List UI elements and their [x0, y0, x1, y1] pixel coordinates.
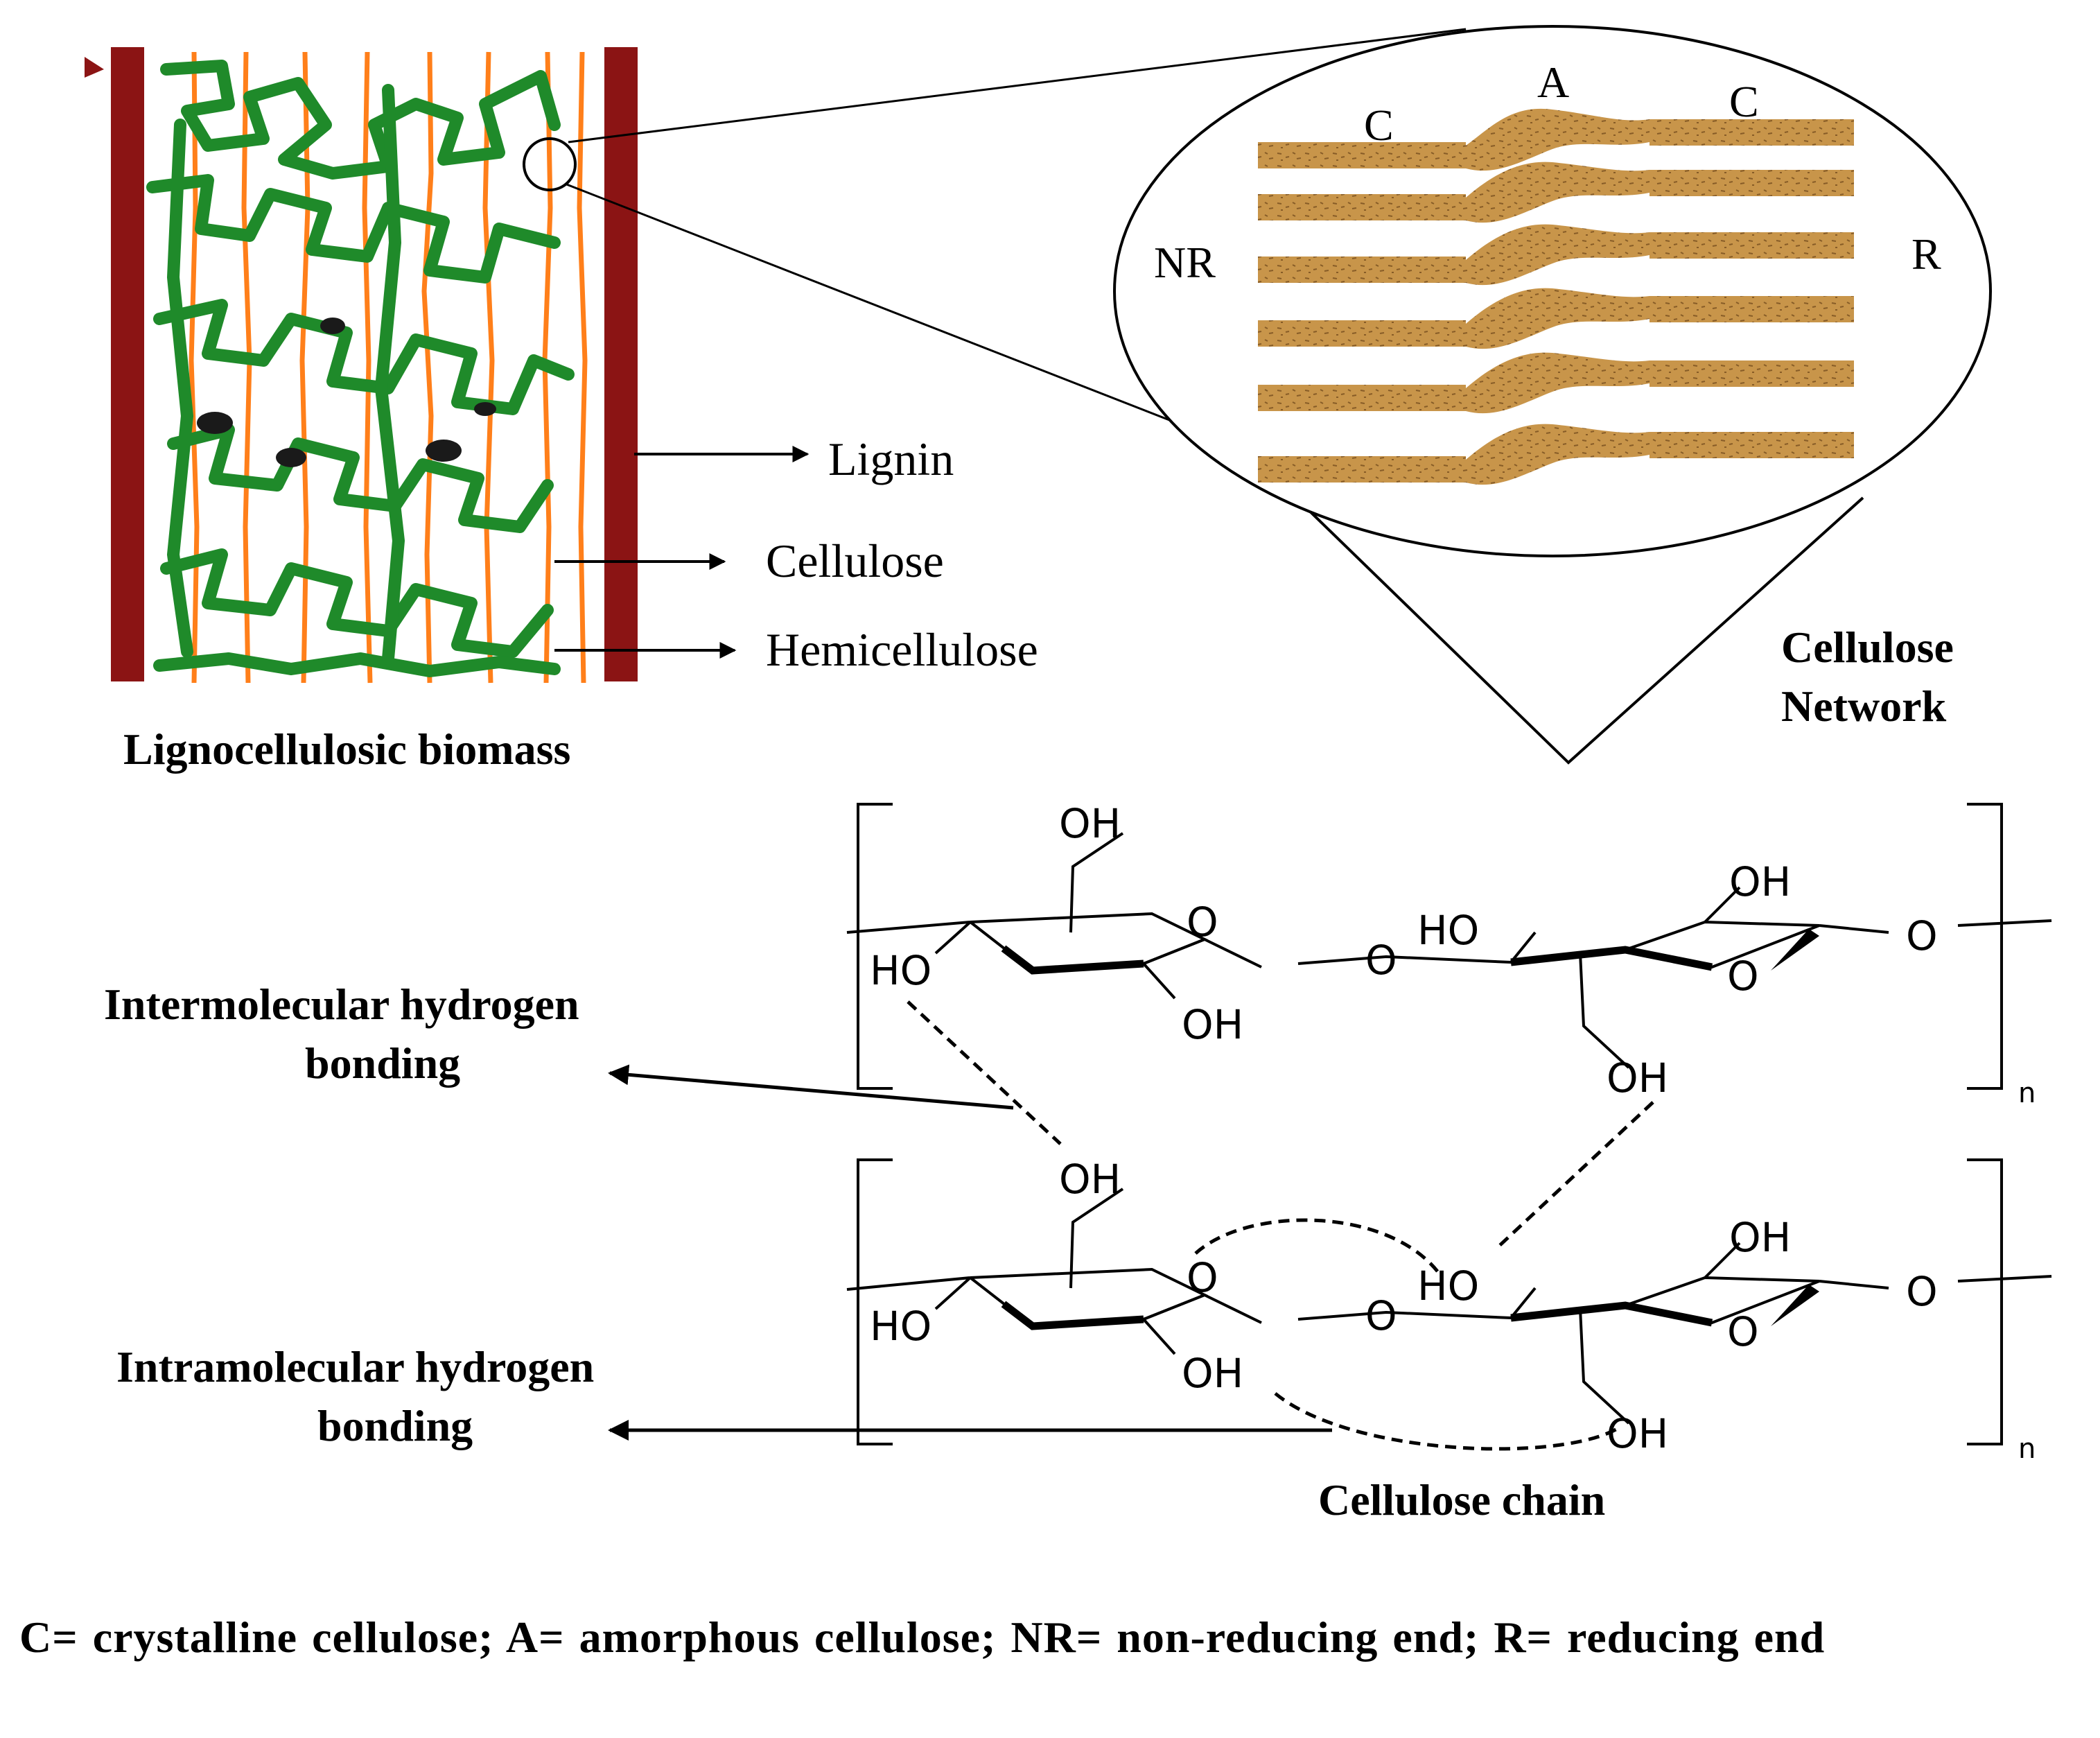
glucose-unit-lower-left [846, 1188, 1262, 1355]
bracket-left-bottom [857, 1158, 893, 1445]
amorphous-label: A [1537, 58, 1569, 107]
o-label: O [1365, 937, 1397, 984]
oh-label: OH [1059, 1156, 1121, 1203]
intermolecular-arrow [608, 1064, 1014, 1110]
network-title-line1: Cellulose [1781, 623, 1954, 672]
network-pointer [1252, 455, 1864, 765]
zoom-circle [523, 137, 577, 191]
glucose-unit-lower-right [1297, 1242, 2052, 1425]
oh-label: OH [1182, 1350, 1243, 1397]
oh-label: OH [1607, 1054, 1668, 1102]
o-label: O [1727, 1308, 1759, 1355]
zoom-line-bottom [564, 182, 1248, 452]
edge-mark-icon [85, 57, 104, 78]
oh-label: OH [1729, 858, 1791, 905]
intermolecular-label-line1: Intermolecular hydrogen [104, 980, 579, 1029]
cellulose-label: Cellulose [766, 535, 944, 587]
bracket-right-top [1967, 803, 2003, 1090]
network-panel: A C C NR R Cellulose Network [564, 25, 1992, 765]
lignin-wall-right [604, 47, 638, 681]
intermolecular-bond-left [907, 1000, 1062, 1145]
glucose-unit-upper-right [1297, 886, 2052, 1069]
non-reducing-end-label: NR [1154, 238, 1216, 287]
intermolecular-label-line2: bonding [305, 1039, 460, 1088]
network-title-line2: Network [1781, 681, 1947, 731]
o-label: O [1187, 1254, 1218, 1301]
glucose-unit-upper-left [846, 832, 1262, 1000]
intermolecular-bond-right [1496, 1101, 1654, 1249]
bracket-left-top [857, 803, 893, 1090]
ho-label: HO [1417, 907, 1479, 954]
chain-panel: OH O HO OH O HO OH O O OH n OH O HO OH O… [104, 800, 2052, 1524]
crystalline-label-right: C [1729, 77, 1759, 126]
zoom-line-top [568, 28, 1467, 144]
hydrogen-bonds [907, 1000, 1654, 1451]
fibril-row [1258, 352, 1854, 414]
hemicellulose-label: Hemicellulose [766, 623, 1038, 676]
biomass-panel: Lignin Cellulose Hemicellulose Lignocell… [85, 47, 1038, 774]
wedge-bond [1771, 929, 1819, 971]
fibril-row [1258, 424, 1854, 485]
fibril-row [1258, 108, 1854, 171]
intramolecular-bond-upper [1194, 1218, 1440, 1274]
lignin-label: Lignin [828, 433, 954, 485]
repeat-n-label: n [2018, 1433, 2036, 1465]
wedge-bond [1771, 1285, 1819, 1326]
oh-label: OH [1182, 1001, 1243, 1048]
repeat-n-label: n [2018, 1077, 2036, 1109]
fibril-row [1258, 162, 1854, 223]
cellulose-chain-title: Cellulose chain [1318, 1475, 1605, 1524]
ho-label: HO [1417, 1262, 1479, 1310]
o-label: O [1365, 1292, 1397, 1339]
o-label: O [1727, 953, 1759, 1000]
o-label: O [1187, 898, 1218, 946]
fibril-rows [1258, 108, 1854, 485]
reducing-end-label: R [1911, 229, 1941, 279]
hemicellulose-strands [146, 60, 575, 677]
oh-label: OH [1729, 1214, 1791, 1261]
crystalline-label-left: C [1364, 101, 1394, 150]
intramolecular-bond-lower [1274, 1392, 1620, 1451]
bracket-right-bottom [1967, 1158, 2003, 1445]
biomass-dark-spots [197, 318, 496, 467]
intramolecular-label-line2: bonding [317, 1401, 473, 1450]
intramolecular-label-line1: Intramolecular hydrogen [116, 1342, 594, 1391]
fibril-row [1258, 224, 1854, 286]
fibril-row [1258, 288, 1854, 349]
figure-caption: C= crystalline cellulose; A= amorphous c… [19, 1613, 1826, 1662]
oh-label: OH [1607, 1410, 1668, 1457]
biomass-title: Lignocellulosic biomass [123, 724, 570, 774]
o-label: O [1906, 912, 1938, 959]
ho-label: HO [870, 947, 931, 994]
o-label: O [1906, 1268, 1938, 1315]
ho-label: HO [870, 1303, 931, 1350]
oh-label: OH [1059, 800, 1121, 847]
lignin-wall-left [111, 47, 144, 681]
